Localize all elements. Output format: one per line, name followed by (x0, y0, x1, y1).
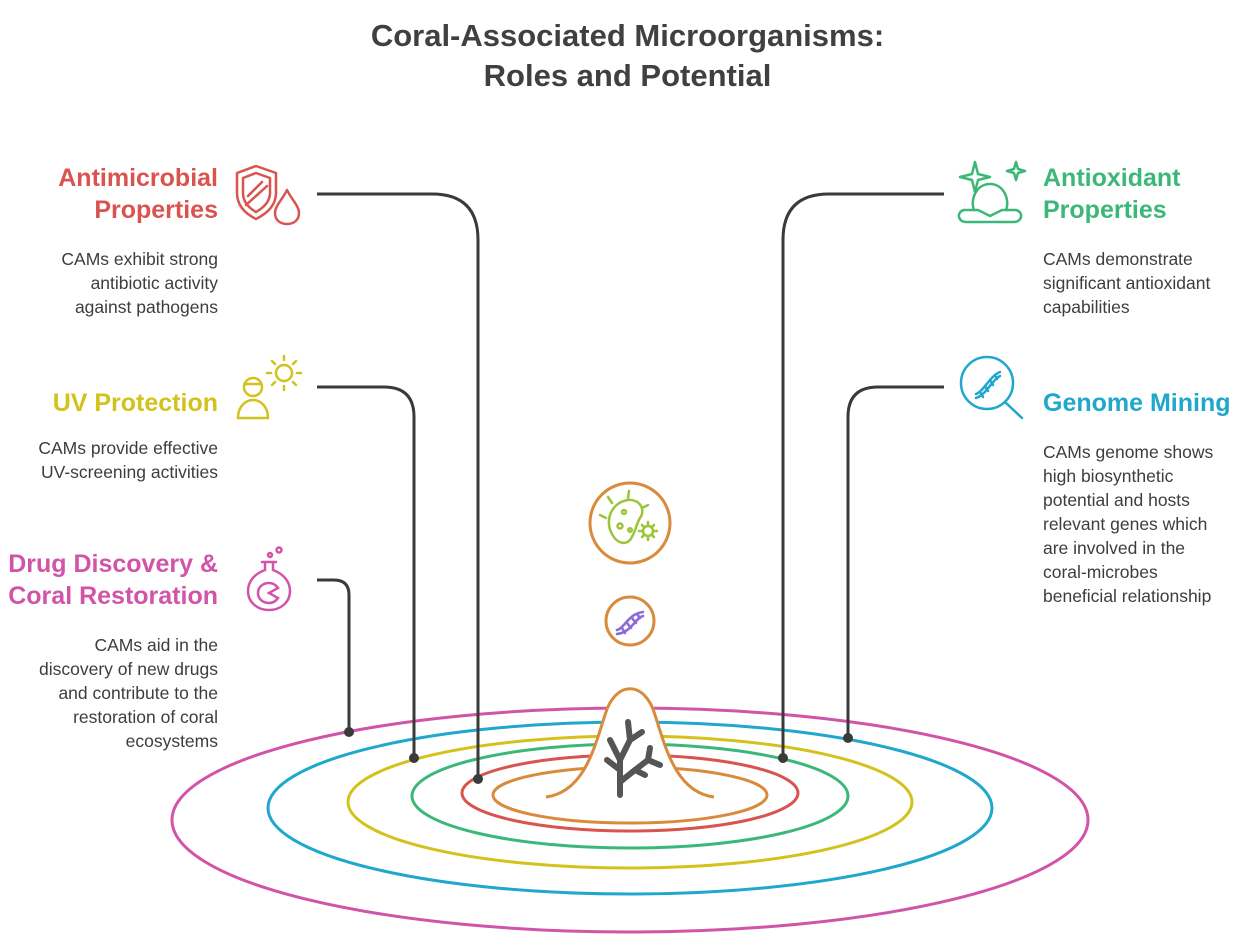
drug-desc-line: discovery of new drugs (39, 659, 218, 679)
antioxidant-desc-line: significant antioxidant (1043, 273, 1211, 293)
genome-desc-line: are involved in the (1043, 538, 1186, 558)
dna-icon (615, 610, 645, 636)
dot-genome (843, 733, 853, 743)
genome-mining-title: Genome Mining (1043, 389, 1231, 417)
antioxidant-title: Antioxidant Properties (1043, 162, 1181, 226)
dna-magnifier-icon (959, 355, 1024, 420)
genome-mining-description: CAMs genome shows high biosynthetic pote… (1043, 440, 1213, 608)
connector-dots (344, 727, 853, 784)
drug-desc-line: ecosystems (125, 731, 218, 751)
uv-desc-line: CAMs provide effective (38, 438, 218, 458)
page-title-line1: Coral-Associated Microorganisms: (370, 18, 885, 53)
genome-desc-line: CAMs genome shows (1043, 442, 1214, 462)
drug-discovery-title: Drug Discovery & Coral Restoration (8, 548, 218, 612)
connector-genome (846, 385, 944, 738)
genome-desc-line: beneficial relationship (1043, 586, 1212, 606)
drug-desc-line: and contribute to the (58, 683, 218, 703)
dot-antimicrobial (473, 774, 483, 784)
coral-icon (604, 719, 663, 798)
dot-antioxidant (778, 753, 788, 763)
connector-lines (317, 192, 944, 779)
uv-desc-line: UV-screening activities (40, 462, 218, 482)
antioxidant-desc-line: CAMs demonstrate (1043, 249, 1193, 269)
dna-circle (604, 595, 656, 647)
genome-desc-line: relevant genes which (1043, 514, 1208, 534)
microbe-icon (598, 489, 659, 545)
antimicrobial-title-line1: Antimicrobial (58, 164, 218, 192)
connector-uv (317, 385, 416, 758)
drug-discovery-description: CAMs aid in the discovery of new drugs a… (39, 633, 218, 753)
antimicrobial-description: CAMs exhibit strong antibiotic activity … (61, 247, 218, 319)
uv-protection-title: UV Protection (52, 389, 218, 417)
microbe-circle (588, 481, 672, 565)
antimicrobial-desc-line: antibiotic activity (90, 273, 218, 293)
drug-title-line1: Drug Discovery & (8, 550, 218, 578)
genome-desc-line: coral-microbes (1043, 562, 1158, 582)
genome-desc-line: potential and hosts (1043, 490, 1190, 510)
person-sun-icon (236, 354, 303, 420)
connector-antioxidant (781, 192, 944, 758)
drug-title-line2: Coral Restoration (8, 582, 218, 610)
antimicrobial-desc-line: CAMs exhibit strong (61, 249, 218, 269)
antimicrobial-desc-line: against pathogens (74, 297, 218, 317)
sparkle-meditation-icon (957, 160, 1027, 224)
dot-uv (409, 753, 419, 763)
antimicrobial-title-line2: Properties (94, 196, 218, 224)
flask-icon (246, 546, 292, 612)
drug-desc-line: CAMs aid in the (94, 635, 218, 655)
dot-drug (344, 727, 354, 737)
genome-desc-line: high biosynthetic (1043, 466, 1174, 486)
drug-desc-line: restoration of coral (73, 707, 218, 727)
page-title-line2: Roles and Potential (483, 58, 772, 93)
antioxidant-description: CAMs demonstrate significant antioxidant… (1043, 247, 1210, 319)
connector-antimicrobial (317, 192, 480, 779)
connector-drug (317, 578, 351, 732)
antioxidant-title-line1: Antioxidant (1043, 164, 1181, 192)
antioxidant-desc-line: capabilities (1043, 297, 1130, 317)
shield-drop-icon (235, 164, 301, 226)
antioxidant-title-line2: Properties (1043, 196, 1167, 224)
antimicrobial-title: Antimicrobial Properties (58, 162, 218, 226)
uv-protection-description: CAMs provide effective UV-screening acti… (38, 436, 218, 484)
